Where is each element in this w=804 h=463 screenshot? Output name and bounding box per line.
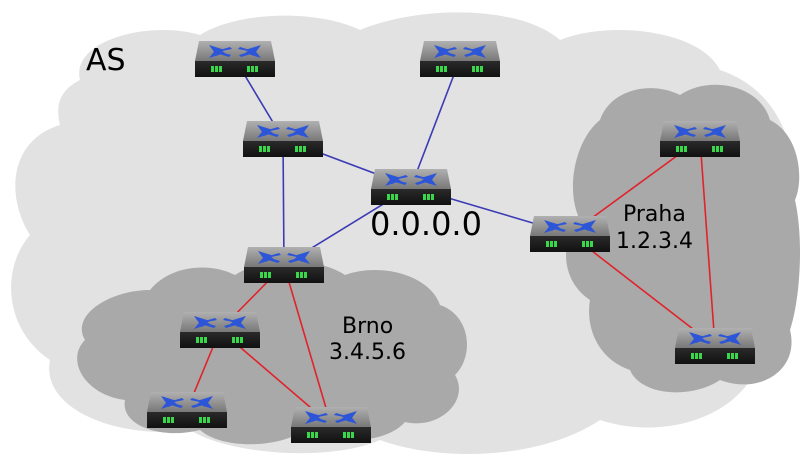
router-icon [243,121,323,157]
area-link [569,233,716,347]
backbone-address: 0.0.0.0 [370,205,482,243]
router-icon [180,312,260,348]
area-link [283,264,332,426]
area-link [699,138,716,347]
praha-area-address: 1.2.3.4 [616,229,693,254]
praha-area-name: Praha [623,202,686,227]
router-icon [530,216,610,252]
router-icon [147,392,227,428]
brno-area-address: 3.4.5.6 [329,340,406,365]
praha-area-cloud [566,84,801,393]
router-icon [675,328,755,364]
router-icon [371,169,451,205]
router-icon [420,41,500,77]
brno-area-name: Brno [342,314,393,339]
router-icon [291,407,371,443]
backbone-link [410,58,461,188]
router-icon [195,41,275,77]
as-label: AS [86,43,126,78]
router-icon [244,247,324,283]
backbone-link [282,138,285,266]
router-icon [660,121,740,157]
